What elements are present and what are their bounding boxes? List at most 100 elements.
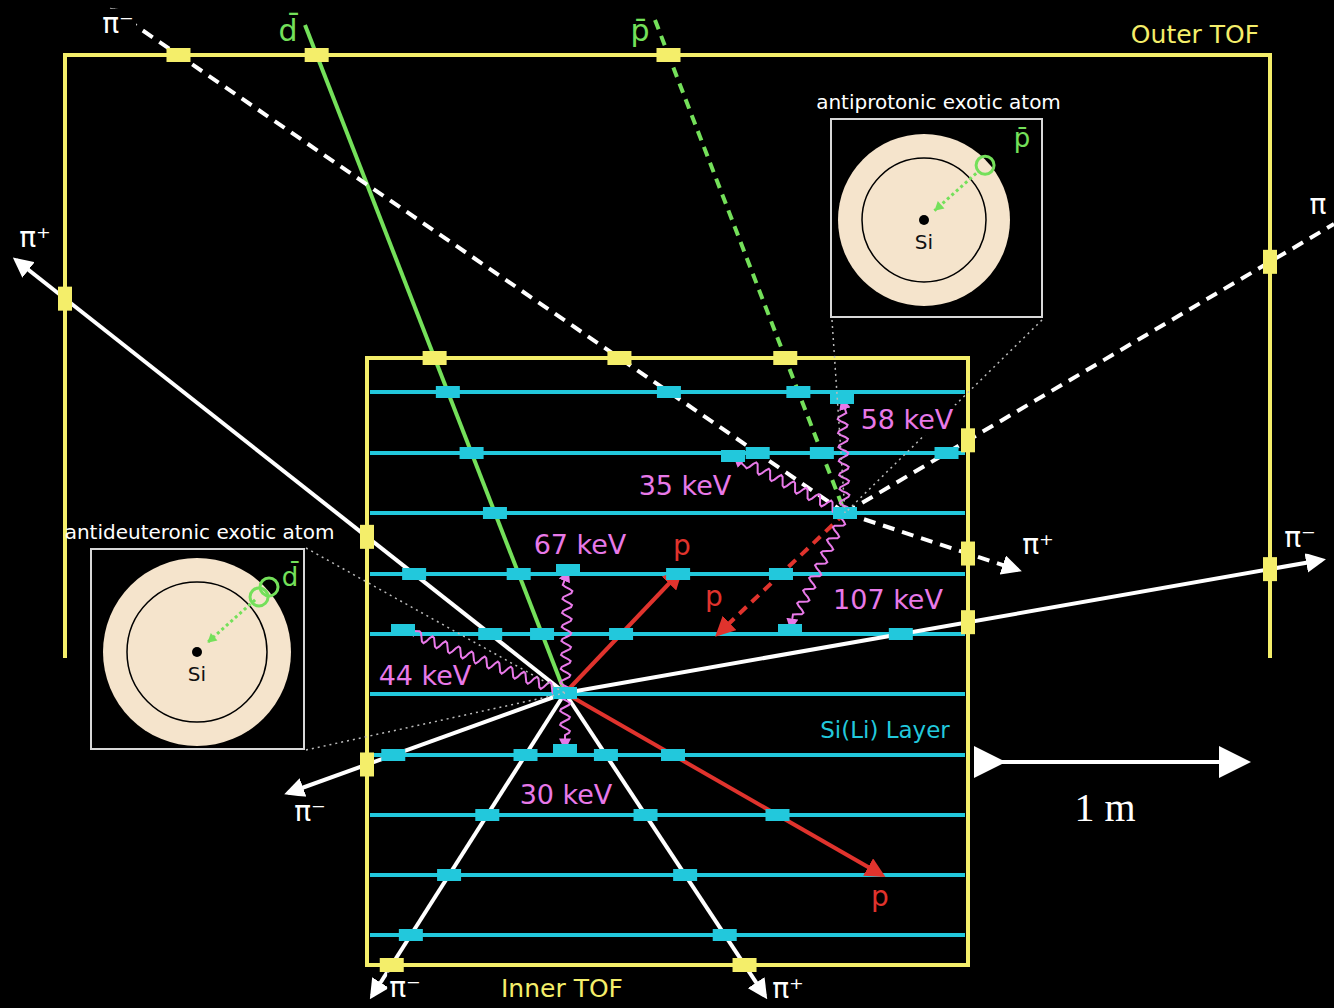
hit-marker (556, 564, 580, 576)
hit-marker (830, 392, 854, 404)
arrow-head (207, 633, 217, 643)
tracks (16, 10, 1334, 996)
particle-label: d̄ (276, 14, 299, 47)
hit-marker (437, 869, 461, 881)
orbit (862, 158, 986, 282)
tof-hit (607, 351, 631, 365)
inset-box: antideuteronic exotic atomSi (90, 548, 305, 750)
particle-track (372, 693, 565, 996)
hit-marker (721, 450, 745, 462)
antiparticle (976, 156, 994, 174)
hit-marker (746, 447, 770, 459)
sili-layer (370, 813, 965, 817)
atom-drawing (103, 558, 291, 746)
hit-marker (402, 568, 426, 580)
tof-hit (423, 351, 447, 365)
energy-label: 44 keV (377, 661, 474, 691)
scale-bar (990, 762, 1235, 763)
particle-track (718, 513, 845, 634)
nucleus-label: Si (838, 230, 1010, 254)
tof-hit (360, 525, 374, 549)
si-layers (370, 392, 965, 935)
hit-marker (810, 447, 834, 459)
pion-label: π (1308, 190, 1329, 221)
hit-marker (778, 624, 802, 636)
particle-track (565, 693, 765, 996)
tof-hit (773, 351, 797, 365)
hit-marker (530, 628, 554, 640)
hit-marker (769, 568, 793, 580)
particle-label: d̄ (280, 563, 301, 592)
hit-marker (553, 744, 577, 756)
tof-hit (961, 428, 975, 452)
proton-label: p (703, 582, 725, 613)
pion-label: π⁻ (387, 973, 423, 1004)
hit-marker (889, 628, 913, 640)
tof-hit (360, 752, 374, 776)
energy-label: 107 keV (831, 585, 945, 615)
layer-label: Si(Li) Layer (818, 718, 952, 743)
particle-label: p̄ (1012, 124, 1033, 153)
tof-hit (305, 48, 329, 62)
hits (58, 48, 1277, 972)
leader-line (832, 320, 845, 513)
hit-marker (765, 809, 789, 821)
hit-marker (609, 628, 633, 640)
tof-hit (961, 610, 975, 634)
tof-hit (58, 287, 72, 311)
leader-line (306, 548, 565, 693)
hit-marker (661, 749, 685, 761)
atom-drawing (838, 134, 1010, 306)
leader-lines (306, 320, 1042, 750)
tof-hit (656, 48, 680, 62)
hit-marker (399, 929, 423, 941)
pion-label: π⁺ (770, 974, 806, 1005)
sili-layer (370, 692, 965, 696)
hit-marker (483, 507, 507, 519)
particle-track (288, 693, 565, 793)
hit-marker (514, 749, 538, 761)
nucleus (192, 647, 202, 657)
hit-marker (713, 929, 737, 941)
hit-marker (507, 568, 531, 580)
hit-marker (391, 624, 415, 636)
particle-label: p̄ (628, 14, 651, 47)
hit-marker (436, 386, 460, 398)
hit-marker (381, 749, 405, 761)
tof-hit (961, 542, 975, 566)
sili-layer (370, 933, 965, 937)
energy-label: 67 keV (532, 530, 629, 560)
proton-label: p (869, 882, 891, 913)
sili-layer (370, 451, 965, 455)
pion-label: π⁺ (17, 223, 53, 254)
hit-marker (935, 447, 959, 459)
particle-track (113, 10, 845, 513)
capture-arrow (207, 600, 255, 643)
photon (560, 693, 570, 748)
nucleus-label: Si (103, 662, 291, 686)
orbit (127, 582, 267, 722)
particle-track (565, 572, 680, 693)
atom-circle: Si (103, 558, 291, 746)
hit-marker (594, 749, 618, 761)
nucleus (919, 215, 929, 225)
pion-label: π⁺ (1020, 530, 1056, 561)
proton-label: p (671, 531, 693, 562)
pion-label: π⁻ (100, 9, 136, 40)
leader-line (845, 320, 1042, 513)
inset-box: antiprotonic exotic atomSi (830, 118, 1043, 318)
scale-arrow (990, 760, 1235, 764)
energy-label: 30 keV (518, 780, 615, 810)
particle-track (565, 560, 1322, 693)
particle-track (845, 513, 1018, 570)
inset-heading: antiprotonic exotic atom (802, 90, 1075, 114)
hit-marker (657, 386, 681, 398)
tof-label: Outer TOF (1129, 21, 1261, 49)
atom-circle: Si (838, 134, 1010, 306)
inner-tof (367, 358, 968, 965)
tof-hit (166, 48, 190, 62)
energy-label: 35 keV (637, 471, 734, 501)
arrow-head (934, 201, 944, 211)
tof-frame (65, 55, 1270, 965)
